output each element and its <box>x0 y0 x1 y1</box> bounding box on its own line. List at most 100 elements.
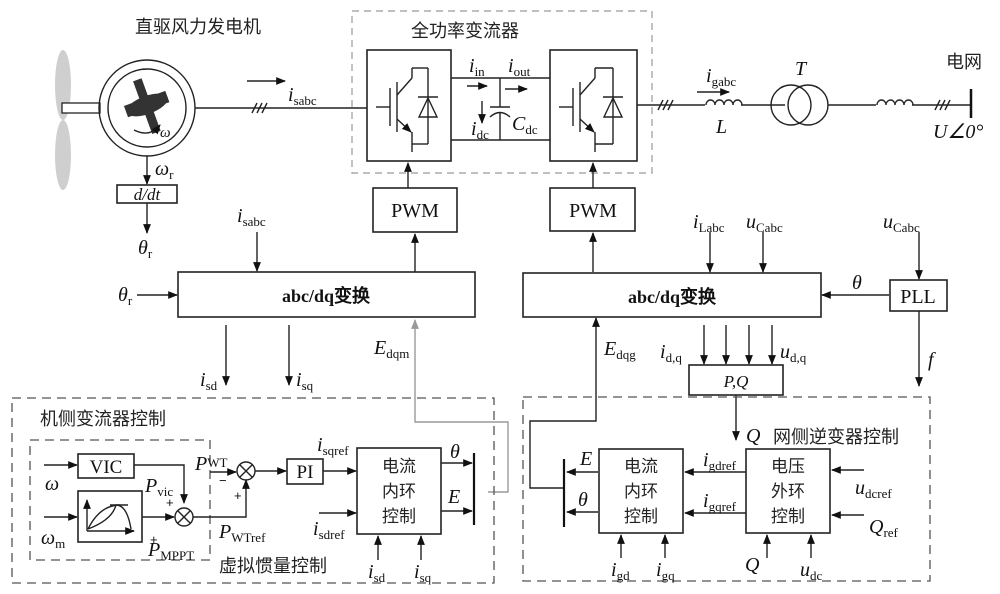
theta-left-label: θ <box>450 441 460 463</box>
current-loop-left-line3: 控制 <box>382 507 416 527</box>
u-dc-label: udc <box>800 559 823 583</box>
e-right-label: E <box>579 448 592 470</box>
inverter-igbt-block <box>549 49 638 162</box>
grid-side-control-title: 网侧逆变器控制 <box>773 427 899 448</box>
current-loop-left-line2: 内环 <box>382 482 416 502</box>
vic-label: VIC <box>90 457 123 478</box>
i-out-label: iout <box>508 55 531 79</box>
i-sabc-top-label: isabc <box>288 84 317 108</box>
voltage-loop-block <box>745 448 831 534</box>
p-vic-label: Pvic <box>144 475 173 499</box>
omega-m-label: ωm <box>41 527 65 551</box>
theta-r-out-label: θr <box>138 237 153 261</box>
f-label: f <box>928 349 936 371</box>
i-gd-label: igd <box>611 559 630 583</box>
vic-block <box>77 453 135 479</box>
abcdq-right-block <box>522 272 822 318</box>
p-wtref-label: PWTref <box>218 521 266 545</box>
i-sd-label: isd <box>200 369 218 393</box>
theta-pll-label: θ <box>852 272 862 294</box>
summing-junction-2-icon <box>236 461 256 481</box>
i-gq-label: igq <box>656 559 675 583</box>
current-loop-right-line3: 控制 <box>624 507 658 527</box>
theta-r-in-label: θr <box>118 284 133 308</box>
omega-label: ω <box>45 473 59 495</box>
e-dqg-feedback-line <box>529 317 600 489</box>
pwm-left-label: PWM <box>391 200 439 222</box>
p-wt-sign: − <box>219 473 227 488</box>
three-phase-marker-icon <box>251 102 268 114</box>
inductor-l-icon <box>705 97 743 107</box>
abcdq-left-label: abc/dq变换 <box>282 285 371 306</box>
i-gdref-label: igdref <box>703 449 737 473</box>
pwm-right-label: PWM <box>569 200 617 222</box>
voltage-loop-line2: 外环 <box>771 482 805 502</box>
machine-side-control-title: 机侧变流器控制 <box>40 409 166 430</box>
virtual-inertia-title: 虚拟惯量控制 <box>219 556 327 577</box>
i-in-label: iin <box>469 55 485 79</box>
grid-title: 电网 <box>946 52 982 73</box>
pwm-left-block <box>372 187 458 233</box>
pi-label: PI <box>297 462 314 483</box>
voltage-loop-line1: 电压 <box>771 457 805 477</box>
i-dq-label: id,q <box>660 341 682 365</box>
virtual-inertia-frame <box>29 439 211 561</box>
abcdq-left-block <box>177 271 476 318</box>
dc-link <box>451 77 550 141</box>
current-loop-right-line1: 电流 <box>624 457 658 477</box>
rectifier-igbt-block <box>366 49 452 162</box>
current-loop-right-block <box>598 448 684 534</box>
vic-output-line <box>134 464 188 504</box>
e-left-label: E <box>447 486 460 508</box>
i-sq-bot-label: isq <box>414 561 432 585</box>
e-dqm-feedback-line <box>411 319 509 493</box>
p-wt-label: PWT <box>194 453 227 475</box>
i-labc-label: iLabc <box>693 211 725 235</box>
three-phase-marker-icon <box>657 99 674 111</box>
current-loop-right-line2: 内环 <box>624 482 658 502</box>
grid-voltage-label: U∠0° <box>933 121 983 143</box>
u-cabc-label: uCabc <box>746 211 783 235</box>
i-sdref-label: isdref <box>313 518 345 542</box>
grid-side-control-frame <box>522 396 931 582</box>
i-dc-label: idc <box>471 118 489 142</box>
u-cabc-pll-label: uCabc <box>883 211 920 235</box>
i-gqref-label: igqref <box>703 490 737 514</box>
pll-label: PLL <box>900 286 936 308</box>
q-out-label: Q <box>746 425 761 447</box>
p-wtref-line <box>193 479 250 518</box>
i-sabc-label: isabc <box>237 205 266 229</box>
inductor-l-label: L <box>715 116 727 138</box>
pq-block <box>688 364 784 396</box>
p-mppt-sign: + <box>150 532 158 547</box>
p-vic-sign: + <box>166 495 174 510</box>
u-dcref-label: udcref <box>855 477 892 501</box>
voltage-loop-line3: 控制 <box>771 507 805 527</box>
three-phase-marker-icon <box>934 99 951 111</box>
ddt-label: d/dt <box>134 185 162 204</box>
c-dc-label: Cdc <box>512 113 538 137</box>
i-sd-bot-label: isd <box>368 561 386 585</box>
converter-dashed-frame <box>351 10 653 174</box>
pi-block <box>286 458 324 485</box>
transformer-t-label: T <box>795 58 808 80</box>
omega-r-label: ωr <box>155 158 174 182</box>
e-dqg-label: Edqg <box>603 338 636 362</box>
generator-icon <box>98 59 196 157</box>
p-wtref-sign: + <box>234 488 242 503</box>
machine-side-control-frame <box>11 397 495 584</box>
summing-junction-1-icon <box>174 507 194 527</box>
converter-title: 全功率变流器 <box>411 21 519 42</box>
i-sq-label: isq <box>296 369 314 393</box>
grid-inductor-icon <box>876 97 914 107</box>
generator-title: 直驱风力发电机 <box>135 17 261 38</box>
current-loop-left-line1: 电流 <box>382 457 416 477</box>
omega-r-rotor-label: ω <box>160 125 171 141</box>
mppt-curve-block <box>77 490 143 543</box>
u-dq-label: ud,q <box>780 341 807 365</box>
i-sqref-label: isqref <box>317 434 349 458</box>
e-dqm-label: Edqm <box>373 337 409 361</box>
turbine-blades-icon <box>55 50 101 190</box>
q-ref-label: Qref <box>869 516 899 540</box>
